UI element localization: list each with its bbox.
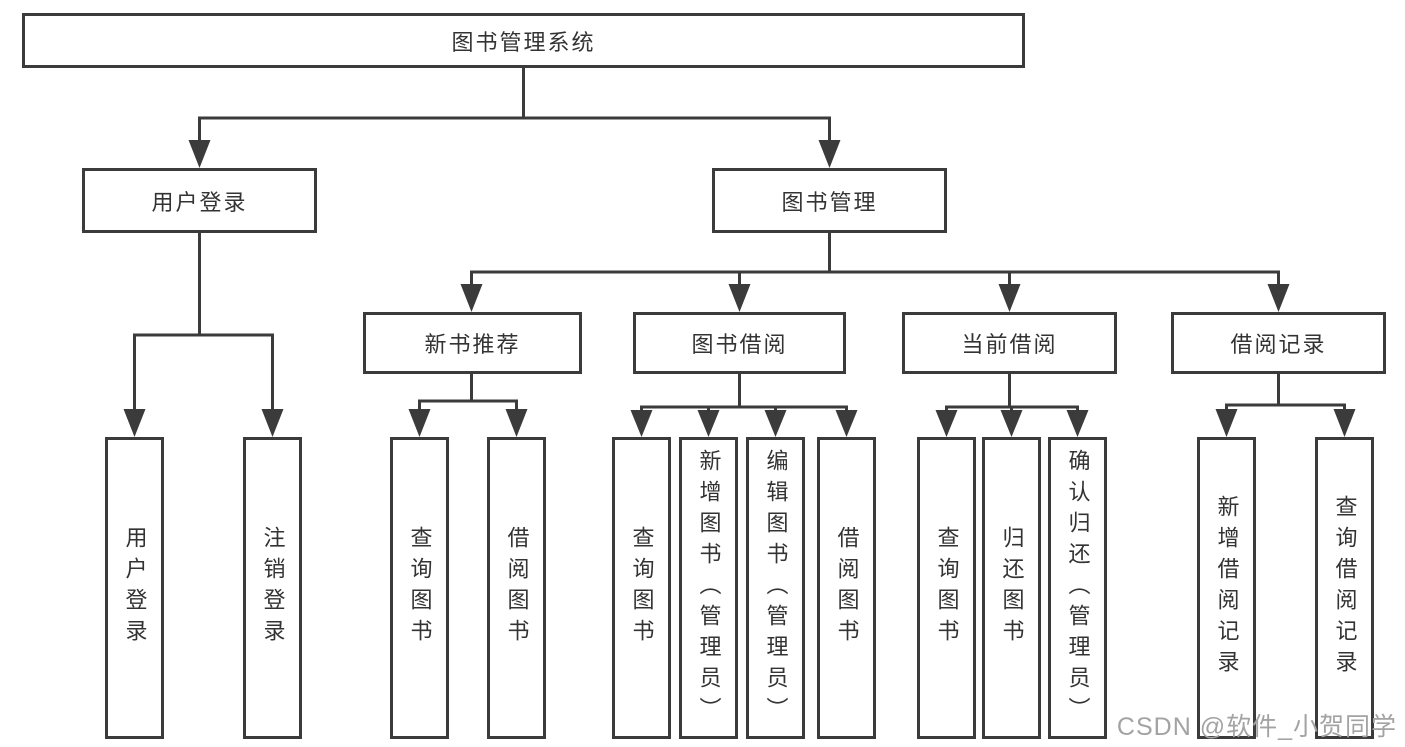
leaf-logout: 注销登录 [243,437,302,739]
root-node-label: 图书管理系统 [451,29,596,55]
node-label: 当前借阅 [961,332,1058,357]
node-label: 确认归还（管理员） [1065,448,1091,728]
leaf-user-login: 用户登录 [105,437,164,739]
leaf-query-books-borrowing: 查询图书 [612,437,671,739]
current-borrowing-node: 当前借阅 [902,312,1117,374]
leaf-add-books-admin: 新增图书（管理员） [679,437,738,739]
leaf-query-borrow-record: 查询借阅记录 [1315,437,1374,739]
leaf-query-books-current: 查询图书 [917,437,976,739]
node-label: 借阅记录 [1230,332,1327,357]
node-label: 新增图书（管理员） [696,448,722,728]
node-label: 用户登录 [122,526,148,650]
leaf-borrow-books-recommend: 借阅图书 [487,437,546,739]
new-book-recommend-node: 新书推荐 [363,312,582,374]
node-label: 归还图书 [999,526,1025,650]
leaf-add-borrow-record: 新增借阅记录 [1197,437,1256,739]
root-node: 图书管理系统 [22,13,1025,68]
node-label: 新书推荐 [424,332,521,357]
node-label: 借阅图书 [834,526,860,650]
leaf-return-books: 归还图书 [982,437,1041,739]
borrowing-records-node: 借阅记录 [1171,312,1386,374]
leaf-borrow-books: 借阅图书 [817,437,876,739]
node-label: 借阅图书 [504,526,530,650]
leaf-query-books-recommend: 查询图书 [390,437,449,739]
leaf-confirm-return-admin: 确认归还（管理员） [1048,437,1107,739]
leaf-edit-books-admin: 编辑图书（管理员） [746,437,805,739]
node-label: 图书管理 [781,189,878,215]
node-label: 编辑图书（管理员） [763,448,789,728]
node-label: 查询图书 [934,526,960,650]
node-label: 图书借阅 [691,332,788,357]
node-label: 注销登录 [260,526,286,650]
user-login-node: 用户登录 [82,168,317,233]
node-label: 查询图书 [407,526,433,650]
book-borrowing-node: 图书借阅 [633,312,846,374]
node-label: 查询图书 [629,526,655,650]
node-label: 查询借阅记录 [1332,495,1358,681]
node-label: 用户登录 [151,189,248,215]
book-management-node: 图书管理 [712,168,947,233]
watermark: CSDN @软件_小贺同学 [1116,713,1397,741]
node-label: 新增借阅记录 [1214,495,1240,681]
